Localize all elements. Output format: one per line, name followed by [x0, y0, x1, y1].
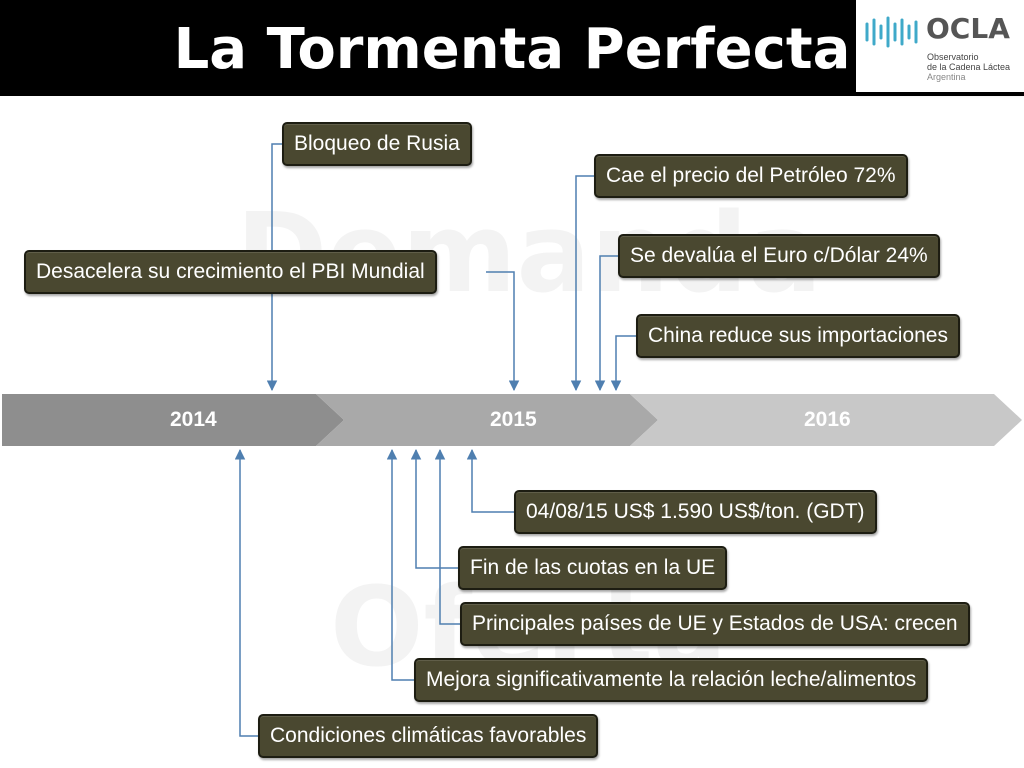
connector-euro — [594, 255, 618, 392]
title-bar — [0, 0, 1024, 96]
connector-pbi — [486, 271, 520, 392]
ocla-logo: OCLA Observatorio de la Cadena Láctea Ar… — [856, 0, 1024, 92]
event-bloqueo-rusia: Bloqueo de Rusia — [282, 122, 472, 166]
event-gdt-precio: 04/08/15 US$ 1.590 US$/ton. (GDT) — [514, 490, 877, 534]
ocla-wave-icon — [865, 16, 918, 48]
year-2014: 2014 — [170, 408, 217, 431]
year-2016: 2016 — [804, 408, 851, 431]
connector-crecen — [434, 448, 460, 625]
connector-china — [610, 335, 636, 392]
event-clima: Condiciones climáticas favorables — [258, 714, 599, 758]
event-pbi-mundial: Desacelera su crecimiento el PBI Mundial — [24, 250, 437, 294]
timeline-arrow-2015 — [316, 394, 658, 446]
year-2015: 2015 — [490, 408, 537, 431]
logo-name: OCLA — [926, 12, 1010, 45]
logo-subtitle-1: Observatorio — [927, 52, 979, 62]
event-china: China reduce sus importaciones — [636, 314, 960, 358]
connector-petroleo — [570, 175, 594, 392]
logo-subtitle-2: de la Cadena Láctea — [927, 62, 1011, 72]
event-ue-usa-crecen: Principales países de UE y Estados de US… — [460, 602, 970, 646]
connector-cuotas — [410, 448, 458, 569]
connector-gdt — [466, 448, 514, 513]
timeline-arrow-2016 — [630, 394, 1022, 446]
event-euro-dolar: Se devalúa el Euro c/Dólar 24% — [618, 234, 940, 278]
event-petroleo: Cae el precio del Petróleo 72% — [594, 154, 908, 198]
connector-clima — [234, 448, 258, 737]
logo-subtitle-3: Argentina — [927, 72, 966, 82]
connector-leche — [386, 448, 414, 681]
connector-bloqueo — [266, 143, 282, 392]
event-leche-alimentos: Mejora significativamente la relación le… — [414, 658, 929, 702]
event-cuotas-ue: Fin de las cuotas en la UE — [458, 546, 728, 590]
timeline-arrow-2014 — [2, 394, 344, 446]
slide-title: La Tormenta Perfecta — [173, 17, 851, 82]
